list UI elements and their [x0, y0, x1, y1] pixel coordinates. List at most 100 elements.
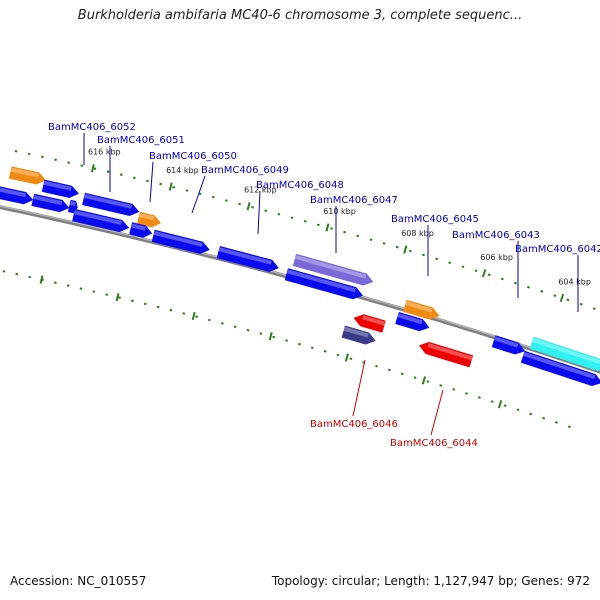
leader-line-top	[257, 190, 261, 235]
gene-highlight	[84, 194, 133, 209]
gene-label-top: BamMC406_6050	[149, 151, 237, 162]
leader-line-top	[191, 175, 206, 214]
minor-tick	[527, 285, 530, 289]
minor-tick	[382, 242, 386, 245]
gene-arrow	[353, 314, 386, 333]
minor-tick	[514, 281, 517, 285]
minor-tick	[105, 293, 109, 296]
minor-tick	[143, 302, 147, 306]
minor-tick	[185, 189, 189, 192]
minor-tick	[118, 296, 121, 299]
minor-tick	[435, 257, 439, 261]
gene-feature	[136, 211, 162, 228]
tick-label: 608 kbp	[401, 229, 434, 238]
minor-tick	[516, 408, 520, 412]
leader-line-bottom	[430, 389, 444, 436]
gene-highlight	[343, 326, 369, 338]
gene-feature	[520, 350, 600, 387]
gene-label-top: BamMC406_6045	[391, 214, 479, 225]
minor-tick	[14, 150, 18, 153]
minor-tick	[323, 350, 327, 353]
major-tick	[497, 399, 503, 409]
gene-feature	[151, 229, 210, 254]
minor-tick	[15, 272, 19, 276]
minor-tick	[272, 335, 276, 339]
major-tick	[168, 182, 173, 191]
minor-tick	[330, 227, 333, 230]
minor-tick	[259, 332, 263, 335]
minor-tick	[246, 328, 250, 332]
gene-highlight	[494, 336, 519, 348]
gene-highlight	[405, 301, 433, 313]
minor-tick	[132, 176, 136, 180]
major-tick	[91, 164, 95, 173]
gene-label-top: BamMC406_6042	[515, 244, 600, 255]
leader-line-top	[149, 161, 154, 203]
minor-tick	[40, 155, 44, 159]
major-tick	[559, 293, 565, 303]
gene-highlight	[427, 343, 473, 361]
major-tick	[115, 293, 120, 302]
gene-highlight	[138, 213, 155, 221]
minor-tick	[220, 322, 224, 325]
minor-tick	[400, 372, 404, 376]
minor-tick	[182, 312, 186, 315]
minor-tick	[553, 294, 557, 297]
gene-feature	[31, 193, 70, 213]
minor-tick	[369, 238, 373, 241]
minor-tick	[426, 380, 430, 383]
major-tick	[246, 202, 251, 211]
minor-tick	[169, 308, 173, 312]
map-title: Burkholderia ambifaria MC40-6 chromosome…	[77, 8, 523, 23]
gene-feature	[395, 311, 430, 332]
minor-tick	[233, 325, 237, 329]
gene-label-top: BamMC406_6047	[310, 195, 398, 206]
minor-tick	[474, 269, 478, 273]
major-tick	[421, 376, 427, 385]
minor-tick	[356, 234, 360, 238]
minor-tick	[93, 167, 97, 170]
minor-tick	[92, 290, 96, 293]
minor-tick	[264, 209, 268, 212]
minor-tick	[529, 412, 533, 416]
minor-tick	[461, 265, 465, 269]
tick-label: 614 kbp	[166, 166, 199, 175]
minor-tick	[592, 307, 596, 310]
gene-feature	[529, 336, 600, 371]
gene-label-bottom: BamMC406_6044	[390, 438, 478, 449]
gene-label-top: BamMC406_6051	[97, 135, 185, 146]
major-tick	[344, 353, 349, 362]
gene-feature	[418, 341, 474, 368]
minor-tick	[303, 220, 307, 223]
gene-feature	[0, 186, 34, 205]
gene-label-bottom: BamMC406_6046	[310, 419, 398, 430]
minor-tick	[579, 302, 583, 306]
minor-tick	[422, 253, 425, 257]
gene-highlight	[33, 195, 63, 206]
minor-tick	[375, 364, 378, 368]
minor-tick	[172, 186, 176, 189]
minor-tick	[119, 173, 123, 176]
gene-feature	[216, 245, 280, 272]
minor-tick	[27, 152, 31, 156]
tick-label: 612 kbp	[244, 186, 277, 195]
minor-tick	[540, 290, 544, 293]
minor-tick	[408, 249, 412, 253]
leader-line-bottom	[352, 359, 366, 417]
minor-tick	[465, 392, 468, 395]
minor-tick	[298, 342, 301, 346]
gene-feature	[491, 335, 526, 355]
gene-highlight	[362, 315, 386, 326]
minor-tick	[211, 195, 215, 199]
minor-tick	[555, 421, 558, 424]
minor-tick	[349, 357, 353, 360]
tick-track-top	[14, 150, 596, 310]
gene-highlight	[10, 167, 39, 178]
tick-label: 604 kbp	[558, 278, 591, 287]
minor-tick	[146, 179, 149, 183]
minor-tick	[2, 270, 6, 273]
major-tick	[39, 275, 44, 284]
gene-highlight	[532, 338, 600, 364]
minor-tick	[251, 206, 255, 209]
